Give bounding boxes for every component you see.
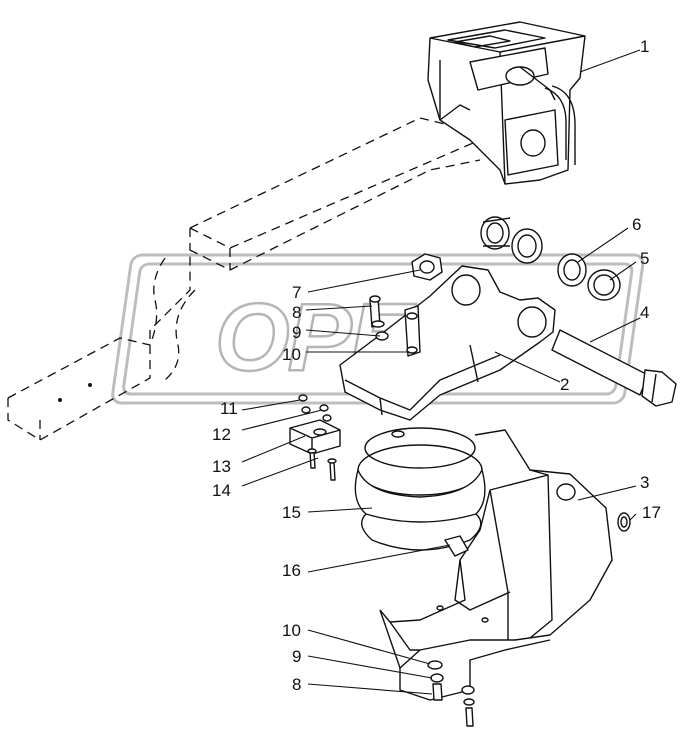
part-2-swing-arm	[339, 265, 556, 421]
callout-4: 4	[640, 303, 649, 322]
callout-17: 17	[642, 503, 661, 522]
part-17-washer	[617, 512, 631, 532]
callout-2: 2	[560, 375, 569, 394]
part-11-14-clamp	[289, 394, 341, 481]
callout-3: 3	[640, 473, 649, 492]
callout-6: 6	[632, 215, 641, 234]
callout-10-upper: 10	[282, 345, 301, 364]
callout-11: 11	[220, 399, 238, 418]
callout-9-upper: 9	[292, 323, 301, 342]
callout-8-lower: 8	[292, 675, 301, 694]
callout-14: 14	[212, 481, 231, 500]
lower-fasteners	[427, 660, 475, 727]
callout-1: 1	[640, 37, 649, 56]
callout-5: 5	[640, 249, 649, 268]
callout-7: 7	[292, 283, 301, 302]
part-5-ring	[587, 269, 621, 301]
callout-10-lower: 10	[282, 621, 301, 640]
callout-8-upper: 8	[292, 303, 301, 322]
callout-9-lower: 9	[292, 647, 301, 666]
callout-12: 12	[212, 425, 231, 444]
left-fasteners	[369, 295, 418, 354]
part-6-bushings	[480, 216, 587, 287]
callout-13: 13	[212, 457, 231, 476]
part-7-nut	[411, 253, 443, 281]
part-15-air-spring	[354, 427, 486, 557]
callout-labels: 1 6 5 4 7 8 9 10 2 11 12 13 14 3 17 15 1…	[212, 37, 661, 694]
part-4-bolt	[551, 329, 677, 407]
callout-16: 16	[282, 561, 301, 580]
part-3-lower-bracket	[379, 429, 613, 701]
part-1-frame-bracket	[427, 21, 586, 185]
callout-15: 15	[282, 503, 301, 522]
leader-lines	[241, 49, 641, 695]
